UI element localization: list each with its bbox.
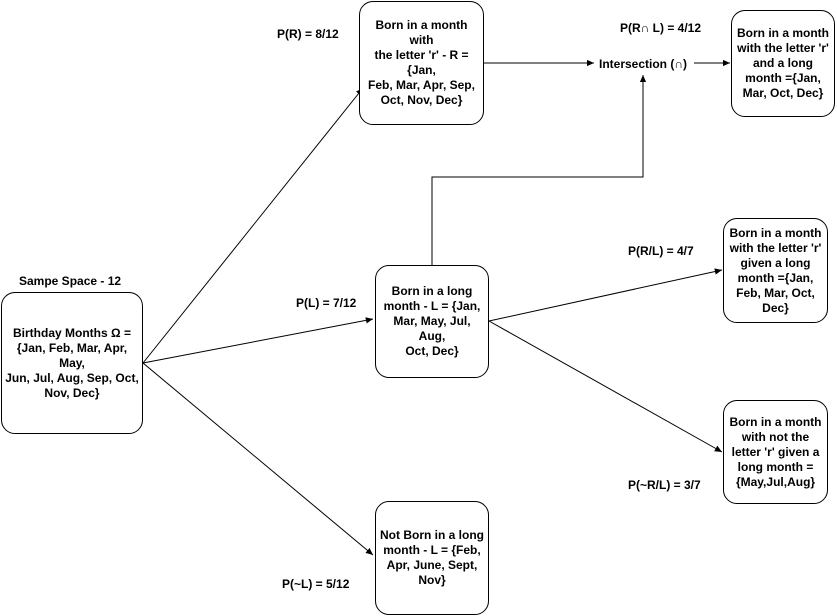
p-r-label: P(R) = 8/12: [277, 27, 339, 41]
p-r-and-l-label: P(R∩ L) = 4/12: [620, 21, 702, 35]
edge-long-to-not-r-given-long: [488, 320, 723, 453]
edge-omega-to-long: [142, 317, 374, 364]
birthday-months-node: Birthday Months Ω = {Jan, Feb, Mar, Apr,…: [1, 292, 143, 434]
p-not-r-given-l-label: P(~R/L) = 3/7: [628, 478, 701, 492]
r-given-long-text: Born in a month with the letter 'r' give…: [729, 225, 822, 315]
not-long-months-node: Not Born in a long month - L = {Feb, Apr…: [375, 501, 489, 615]
sample-space-title: Sampe Space - 12: [19, 274, 122, 288]
long-months-text: Born in a long month - L = {Jan, Mar, Ma…: [383, 284, 481, 358]
edge-long-to-intersection: [431, 75, 647, 265]
long-months-node: Born in a long month - L = {Jan, Mar, Ma…: [375, 265, 489, 378]
edge-omega-to-r: [142, 87, 364, 364]
not-r-given-long-node: Born in a month with not the letter 'r' …: [723, 400, 828, 504]
r-and-long-node: Born in a month with the letter 'r' and …: [731, 10, 835, 117]
not-long-months-text: Not Born in a long month - L = {Feb, Apr…: [380, 528, 484, 587]
p-r-given-l-label: P(R/L) = 4/7: [628, 244, 694, 258]
r-given-long-node: Born in a month with the letter 'r' give…: [723, 218, 828, 323]
p-not-l-label: P(~L) = 5/12: [282, 577, 350, 591]
r-months-node: Born in a month with the letter 'r' - R …: [359, 1, 484, 125]
edge-omega-to-not-long: [142, 362, 374, 556]
birthday-months-text: Birthday Months Ω = {Jan, Feb, Mar, Apr,…: [5, 325, 139, 400]
p-l-label: P(L) = 7/12: [296, 296, 357, 310]
edge-long-to-r-given-long: [488, 268, 723, 322]
intersection-label: Intersection (∩): [599, 57, 688, 71]
not-r-given-long-text: Born in a month with not the letter 'r' …: [729, 414, 822, 489]
r-and-long-text: Born in a month with the letter 'r' and …: [737, 26, 829, 100]
r-months-text: Born in a month with the letter 'r' - R …: [368, 18, 475, 107]
